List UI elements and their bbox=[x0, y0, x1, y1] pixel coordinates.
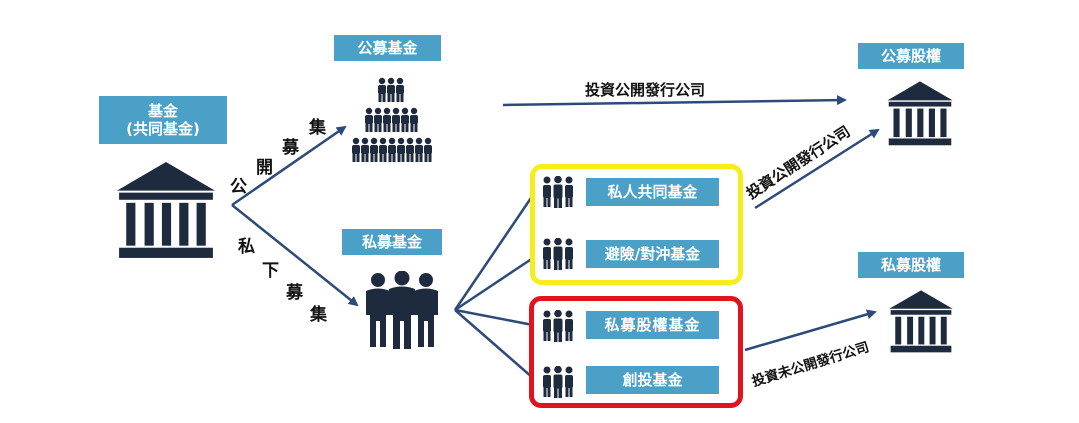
public-fund-label: 公募基金 bbox=[334, 35, 441, 61]
group-of-three-icon bbox=[366, 271, 438, 349]
people-icon bbox=[543, 238, 573, 270]
fund-label: 基金 (共同基金) bbox=[99, 96, 227, 144]
private-fund-label: 私募基金 bbox=[342, 229, 442, 255]
hedge-fund-label: 避險/對沖基金 bbox=[586, 240, 719, 268]
invest-public-top-label: 投資公開發行公司 bbox=[585, 81, 706, 99]
arrow-public-fund-to-public-equity bbox=[502, 95, 847, 107]
private-raise-char-3: 募 bbox=[286, 283, 303, 303]
people-icon bbox=[543, 176, 573, 208]
bank-icon bbox=[887, 81, 953, 146]
arrow-private-to-hedge bbox=[454, 256, 534, 312]
arrow-to-public-fund bbox=[231, 125, 347, 207]
fund-label-line2: (共同基金) bbox=[126, 120, 200, 138]
arrow-red-to-private-equity bbox=[744, 309, 877, 352]
private-raise-char-2: 下 bbox=[262, 261, 279, 281]
private-equity-target-label: 私募股權 bbox=[858, 252, 964, 278]
crowd-icon bbox=[352, 77, 432, 162]
arrow-to-private-fund bbox=[231, 204, 359, 307]
people-icon bbox=[543, 310, 573, 342]
private-raise-char-4: 集 bbox=[310, 305, 327, 325]
bank-icon bbox=[117, 162, 215, 258]
public-raise-char-3: 募 bbox=[282, 138, 299, 158]
private-raise-char-1: 私 bbox=[238, 237, 255, 257]
public-investing-group bbox=[530, 164, 743, 285]
public-equity-label: 公募股權 bbox=[858, 43, 964, 69]
venture-fund-label: 創投基金 bbox=[586, 366, 719, 394]
public-raise-char-4: 集 bbox=[309, 118, 326, 138]
arrow-private-to-venture bbox=[454, 309, 534, 379]
unlisted-investing-group bbox=[529, 296, 743, 408]
mutual-fund-label: 私人共同基金 bbox=[586, 178, 719, 206]
arrow-private-to-pe bbox=[454, 308, 534, 327]
fund-label-line1: 基金 bbox=[147, 102, 178, 120]
people-icon bbox=[543, 366, 573, 398]
arrow-private-to-mutual bbox=[453, 194, 535, 311]
public-raise-char-1: 公 bbox=[230, 177, 247, 197]
arrow-yellow-to-public-equity bbox=[754, 128, 880, 210]
private-equity-fund-label: 私募股權基金 bbox=[586, 311, 719, 339]
bank-icon bbox=[889, 290, 953, 353]
public-raise-char-2: 開 bbox=[256, 158, 273, 178]
